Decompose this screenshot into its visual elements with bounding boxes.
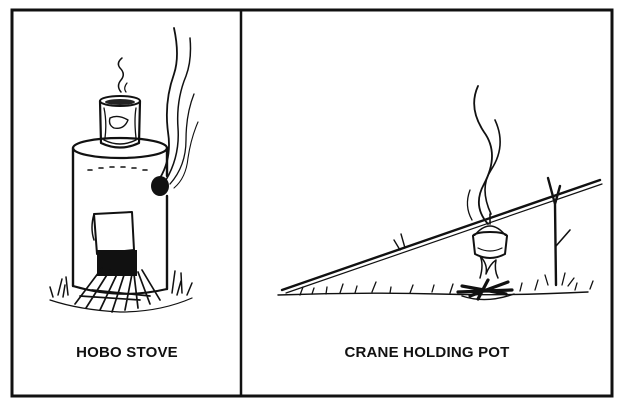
smoke-plume (160, 28, 177, 178)
caption-hobo-stove: HOBO STOVE (14, 344, 240, 361)
cup-bottom (104, 140, 136, 144)
figure-frame (12, 10, 612, 396)
steam-wisp (485, 120, 500, 214)
ground-line (50, 298, 192, 312)
fire-flames (480, 256, 498, 278)
fire-door-flap (94, 212, 134, 254)
cup-highlight (110, 116, 129, 128)
grass-tuft (172, 271, 192, 295)
crane-illustration (278, 86, 602, 300)
support-branch (556, 230, 570, 246)
steam-wisp (125, 83, 127, 92)
steam-wisp (474, 86, 492, 224)
smoke-plume (170, 94, 194, 184)
ground-line (278, 292, 588, 295)
support-stick (548, 178, 560, 285)
hobo-stove-illustration (50, 28, 198, 312)
fire-opening (97, 250, 137, 276)
pot-body (473, 236, 507, 258)
steam-wisp (467, 190, 472, 220)
cup-shading (104, 108, 136, 138)
caption-crane-holding-pot: CRANE HOLDING POT (244, 344, 610, 361)
cup-liquid (105, 99, 135, 105)
steam-wisp (118, 58, 123, 92)
vent-holes (88, 167, 147, 170)
fire-logs (458, 280, 512, 299)
fire-door-curl (92, 214, 94, 240)
grass-tuft (50, 277, 68, 297)
smoke-plume (166, 38, 191, 180)
grass-tuft (545, 273, 574, 286)
